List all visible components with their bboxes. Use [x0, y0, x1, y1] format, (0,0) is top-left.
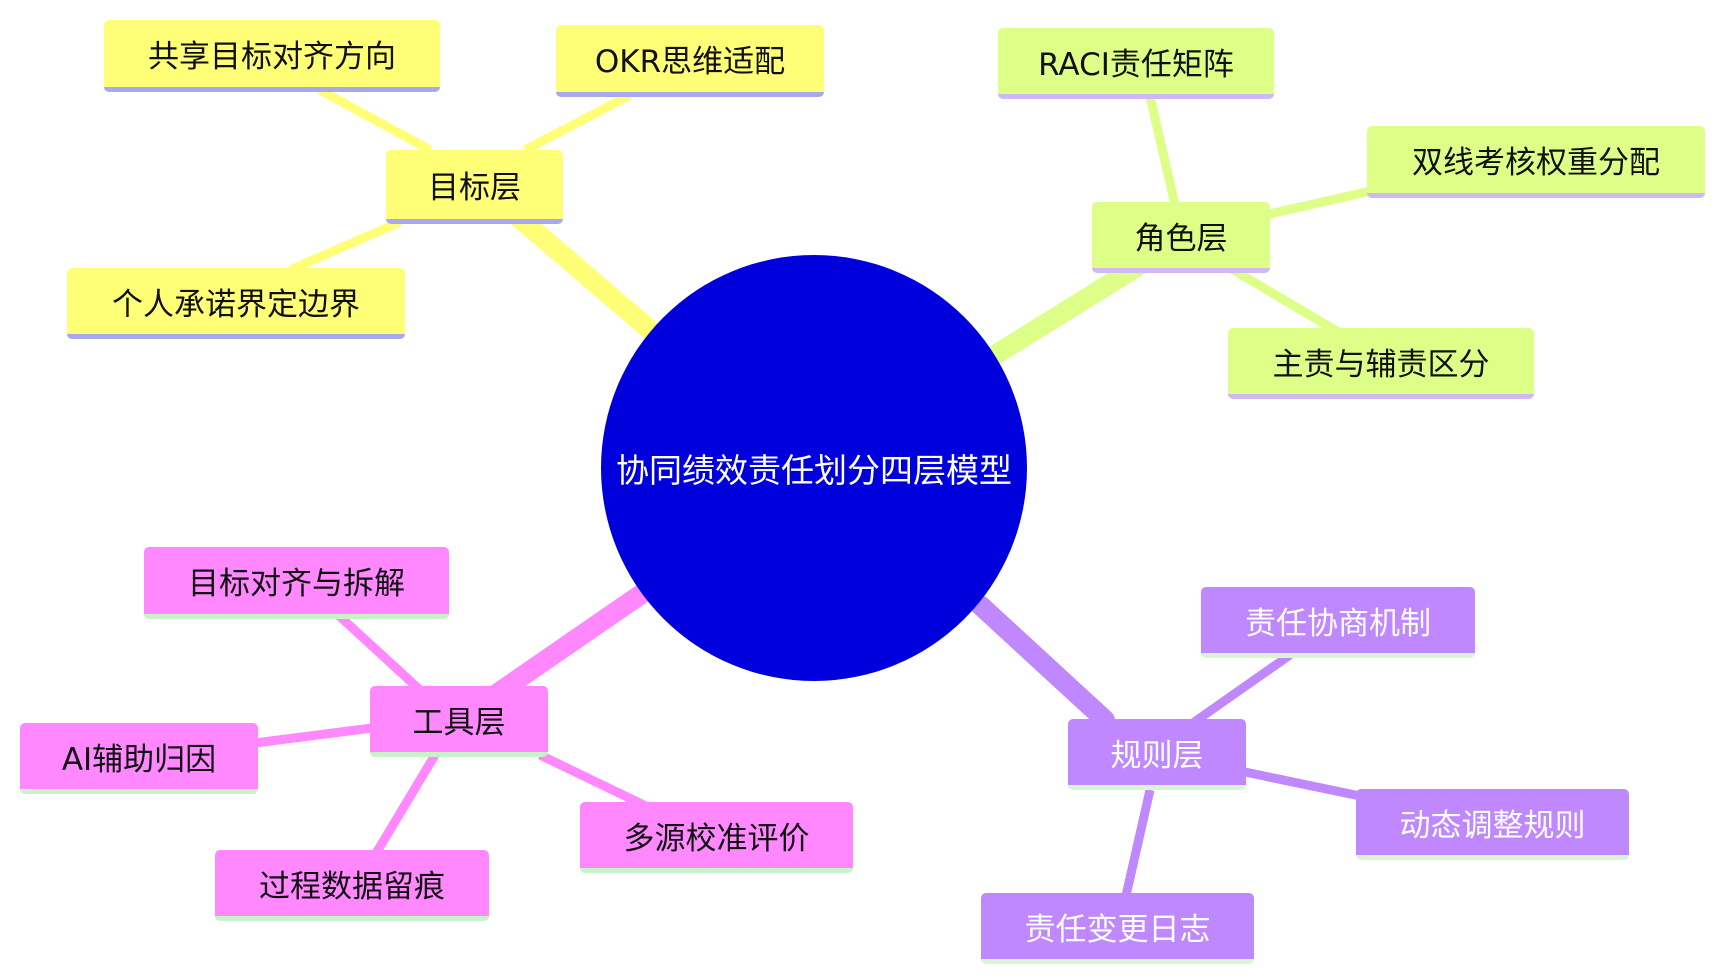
leaf-label: 责任变更日志 — [1024, 911, 1211, 948]
leaf-label: 责任协商机制 — [1245, 605, 1431, 642]
leaf-label: OKR思维适配 — [594, 44, 786, 80]
leaf-role-dual-assessment[interactable]: 双线考核权重分配 — [1367, 126, 1705, 198]
edge-center-role — [985, 255, 1150, 365]
leaf-rule-dynamic-adjustment[interactable]: 动态调整规则 — [1356, 789, 1629, 860]
leaf-tool-process-data[interactable]: 过程数据留痕 — [215, 850, 489, 921]
center-topic-label: 协同绩效责任划分四层模型 — [616, 451, 1012, 490]
leaf-role-primary-secondary[interactable]: 主责与辅责区分 — [1228, 328, 1534, 399]
edge-role-1 — [1145, 94, 1180, 207]
leaf-label: 目标对齐与拆解 — [188, 566, 405, 602]
leaf-target-okr[interactable]: OKR思维适配 — [556, 25, 824, 97]
leaf-tool-goal-alignment[interactable]: 目标对齐与拆解 — [144, 547, 449, 619]
leaf-role-raci[interactable]: RACI责任矩阵 — [998, 28, 1274, 99]
edge-target-2 — [522, 91, 633, 154]
leaf-label: 共享目标对齐方向 — [148, 39, 396, 75]
edge-rule-1 — [1187, 651, 1293, 729]
leaf-rule-change-log[interactable]: 责任变更日志 — [981, 893, 1254, 964]
edge-tool-3 — [371, 752, 439, 858]
edge-center-tool — [485, 585, 650, 705]
branch-target-label: 目标层 — [428, 170, 521, 206]
edge-target-1 — [317, 86, 433, 154]
edge-tool-2 — [254, 723, 373, 748]
branch-tool[interactable]: 工具层 — [370, 686, 548, 757]
leaf-label: 双线考核权重分配 — [1412, 145, 1660, 181]
leaf-label: AI辅助归因 — [61, 741, 217, 778]
leaf-label: 主责与辅责区分 — [1272, 346, 1490, 383]
leaf-label: 动态调整规则 — [1399, 807, 1586, 844]
edge-role-3 — [1227, 264, 1343, 337]
leaf-label: 个人承诺界定边界 — [112, 286, 360, 323]
edge-rule-3 — [1120, 789, 1155, 901]
branch-rule-label: 规则层 — [1110, 737, 1204, 774]
leaf-label: RACI责任矩阵 — [1038, 46, 1234, 83]
edge-rule-2 — [1244, 767, 1361, 801]
leaf-tool-multi-source[interactable]: 多源校准评价 — [580, 802, 853, 873]
edge-role-2 — [1264, 185, 1376, 220]
edge-target-3 — [288, 217, 402, 275]
branch-tool-label: 工具层 — [412, 704, 506, 741]
branch-rule[interactable]: 规则层 — [1068, 719, 1246, 790]
branch-role[interactable]: 角色层 — [1092, 202, 1270, 273]
branch-role-label: 角色层 — [1134, 220, 1228, 257]
branch-target[interactable]: 目标层 — [386, 150, 563, 224]
leaf-label: 过程数据留痕 — [259, 868, 445, 905]
leaf-label: 多源校准评价 — [623, 820, 810, 857]
edge-tool-4 — [538, 750, 652, 813]
leaf-target-shared-goal[interactable]: 共享目标对齐方向 — [104, 20, 440, 92]
leaf-tool-ai-attribution[interactable]: AI辅助归因 — [20, 723, 258, 794]
leaf-rule-negotiation[interactable]: 责任协商机制 — [1201, 587, 1475, 658]
edge-center-rule — [970, 595, 1115, 730]
leaf-target-personal-commitment[interactable]: 个人承诺界定边界 — [67, 268, 405, 339]
edge-center-target — [500, 200, 660, 340]
edge-tool-1 — [331, 608, 424, 694]
center-topic[interactable]: 协同绩效责任划分四层模型 — [601, 255, 1027, 681]
